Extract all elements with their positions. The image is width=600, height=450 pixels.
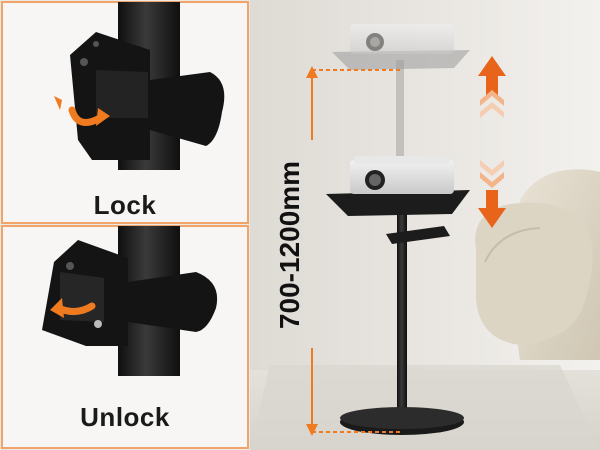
unlock-label: Unlock <box>80 402 170 432</box>
projector-raised <box>350 24 454 54</box>
clamp-closed <box>70 32 225 160</box>
down-arrow-icon <box>478 160 506 228</box>
lock-label: Lock <box>93 190 157 220</box>
height-dimension <box>306 66 400 436</box>
lock-panel <box>1 1 249 224</box>
unlock-panel <box>1 225 249 449</box>
rotate-arrow-icon <box>68 106 104 126</box>
projector <box>350 156 454 194</box>
tray <box>326 190 470 216</box>
sofa <box>475 169 600 360</box>
height-range-label: 700-1200mm <box>274 160 305 330</box>
tray-raised <box>332 50 470 70</box>
rug <box>250 365 600 450</box>
side-shelf <box>386 226 450 244</box>
up-arrow-icon <box>478 56 506 118</box>
projector-stand <box>326 24 470 435</box>
